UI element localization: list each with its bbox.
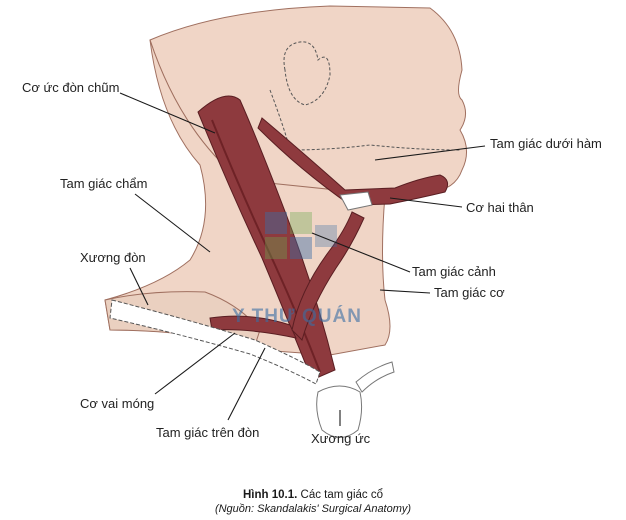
label-clavicle: Xương đòn xyxy=(80,250,146,265)
mandible-dashed-outline xyxy=(269,89,461,151)
label-submandibular-triangle: Tam giác dưới hàm xyxy=(490,136,602,151)
label-muscular-triangle: Tam giác cơ xyxy=(434,285,505,300)
clavicle-bone xyxy=(109,299,321,385)
digastric-muscle xyxy=(257,117,449,206)
hyoid-bone xyxy=(339,191,373,211)
neck-triangles-illustration: Y THƯ QUÁN Cơ ức đòn chũm Tam giác dưới … xyxy=(22,5,602,446)
label-sternocleidomastoid: Cơ ức đòn chũm xyxy=(22,80,119,95)
leader-lines xyxy=(119,92,486,426)
label-digastric-muscle: Cơ hai thân xyxy=(466,200,534,215)
omohyoid-superior-belly xyxy=(291,211,365,341)
ear-outline xyxy=(283,41,331,106)
watermark-text: Y THƯ QUÁN xyxy=(232,305,362,327)
label-sternum: Xương ức xyxy=(311,431,371,446)
omohyoid-muscle xyxy=(209,315,297,339)
label-carotid-triangle: Tam giác cảnh xyxy=(412,264,496,279)
label-omohyoid-muscle: Cơ vai móng xyxy=(80,396,154,411)
label-occipital-triangle: Tam giác chẩm xyxy=(60,176,147,191)
figure-title: Các tam giác cổ xyxy=(300,489,383,501)
watermark: Y THƯ QUÁN xyxy=(232,212,362,327)
sternocleidomastoid-stripe xyxy=(211,119,321,373)
sternum-bone xyxy=(316,385,363,438)
figure-caption: Hình 10.1. Các tam giác cổ (Nguồn: Skand… xyxy=(0,488,626,516)
figure-source: (Nguồn: Skandalakis' Surgical Anatomy) xyxy=(214,503,412,515)
right-clavicle-bone xyxy=(355,361,395,393)
figure-number: Hình 10.1. xyxy=(243,489,298,501)
label-supraclavicular-triangle: Tam giác trên đòn xyxy=(156,425,259,440)
caption-title-line: Hình 10.1. Các tam giác cổ xyxy=(0,488,626,502)
